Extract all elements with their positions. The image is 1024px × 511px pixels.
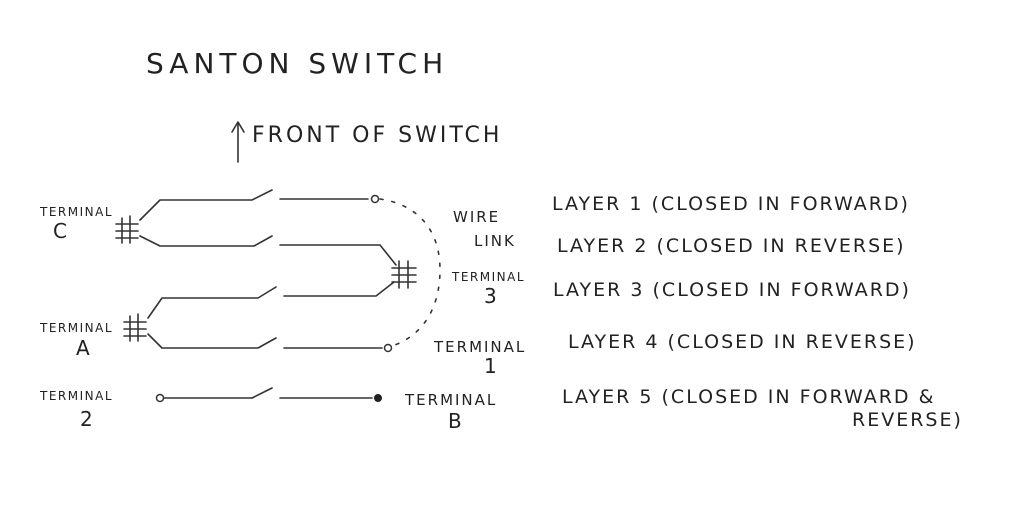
wire-link-path — [379, 198, 441, 347]
layer-1-contact — [370, 194, 380, 204]
terminal-1-label: TERMINAL — [433, 338, 526, 356]
wire-link-label-line1: WIRE — [453, 208, 500, 226]
terminal-3-label: TERMINAL — [451, 270, 525, 284]
terminal-c-id: C — [53, 219, 69, 243]
layer-5-label-continued: REVERSE) — [852, 409, 963, 431]
terminal-2-label: TERMINAL — [39, 389, 113, 403]
terminal-a-lug-icon — [123, 313, 147, 342]
front-of-switch-label: FRONT OF SWITCH — [252, 123, 502, 148]
terminal-3-id: 3 — [484, 284, 499, 308]
layer-3-wire — [147, 281, 395, 319]
terminal-b-id: B — [448, 409, 464, 433]
terminal-c-lug-icon — [115, 215, 139, 244]
layer-5-label: LAYER 5 (CLOSED IN FORWARD & — [562, 386, 935, 408]
terminal-3-lug-icon — [391, 260, 417, 289]
layer-4-wire — [147, 333, 393, 353]
wire-link-label-line2: LINK — [474, 232, 516, 250]
diagram-title: SANTON SWITCH — [146, 47, 448, 80]
terminal-b-label: TERMINAL — [404, 391, 497, 409]
layer-4-contact — [383, 343, 393, 353]
terminal-c-label: TERMINAL — [39, 205, 113, 219]
layer-4-label: LAYER 4 (CLOSED IN REVERSE) — [568, 331, 917, 353]
terminal-b-contact — [374, 394, 382, 402]
terminal-2-contact — [155, 393, 165, 403]
layer-2-label: LAYER 2 (CLOSED IN REVERSE) — [557, 235, 906, 257]
layer-2-wire — [139, 235, 397, 266]
terminal-1-id: 1 — [484, 354, 499, 378]
layer-3-label: LAYER 3 (CLOSED IN FORWARD) — [553, 279, 911, 301]
layer-5-wire — [155, 387, 382, 403]
terminal-2-id: 2 — [80, 407, 95, 431]
layer-1-wire — [139, 189, 380, 221]
terminal-a-id: A — [76, 336, 92, 360]
front-arrow-icon — [231, 121, 245, 163]
layer-1-label: LAYER 1 (CLOSED IN FORWARD) — [552, 193, 910, 215]
terminal-a-label: TERMINAL — [39, 321, 113, 335]
